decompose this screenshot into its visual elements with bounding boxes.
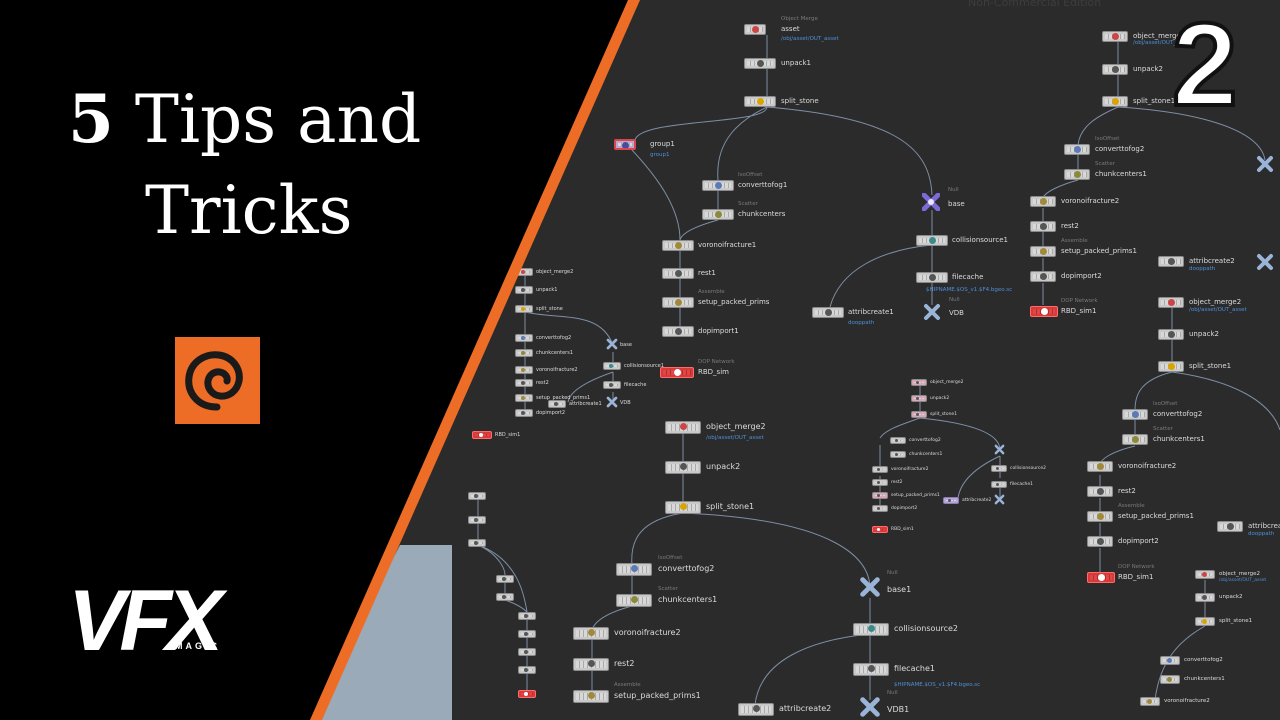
null-node-icon [1257, 156, 1273, 172]
null-node-icon [924, 304, 940, 320]
null-node-icon [606, 338, 618, 350]
houdini-logo-icon [175, 337, 260, 424]
null-node-icon [860, 697, 880, 717]
vfx-magic-logo: VFX [68, 573, 223, 669]
non-commercial-watermark: Non-Commercial Edition [968, 0, 1102, 9]
null-node-icon [1257, 254, 1273, 270]
title-line-2: Tricks [145, 172, 353, 249]
vfx-magic-subtitle: MAGIC [175, 641, 220, 651]
null-node-icon [994, 494, 1005, 505]
episode-number: 2 [1170, 0, 1240, 131]
title-line-1: 5 Tips and [68, 80, 422, 158]
null-node-icon [606, 396, 618, 408]
null-node-icon [994, 444, 1005, 455]
null-node-icon [922, 193, 940, 211]
null-node-icon [860, 577, 880, 597]
